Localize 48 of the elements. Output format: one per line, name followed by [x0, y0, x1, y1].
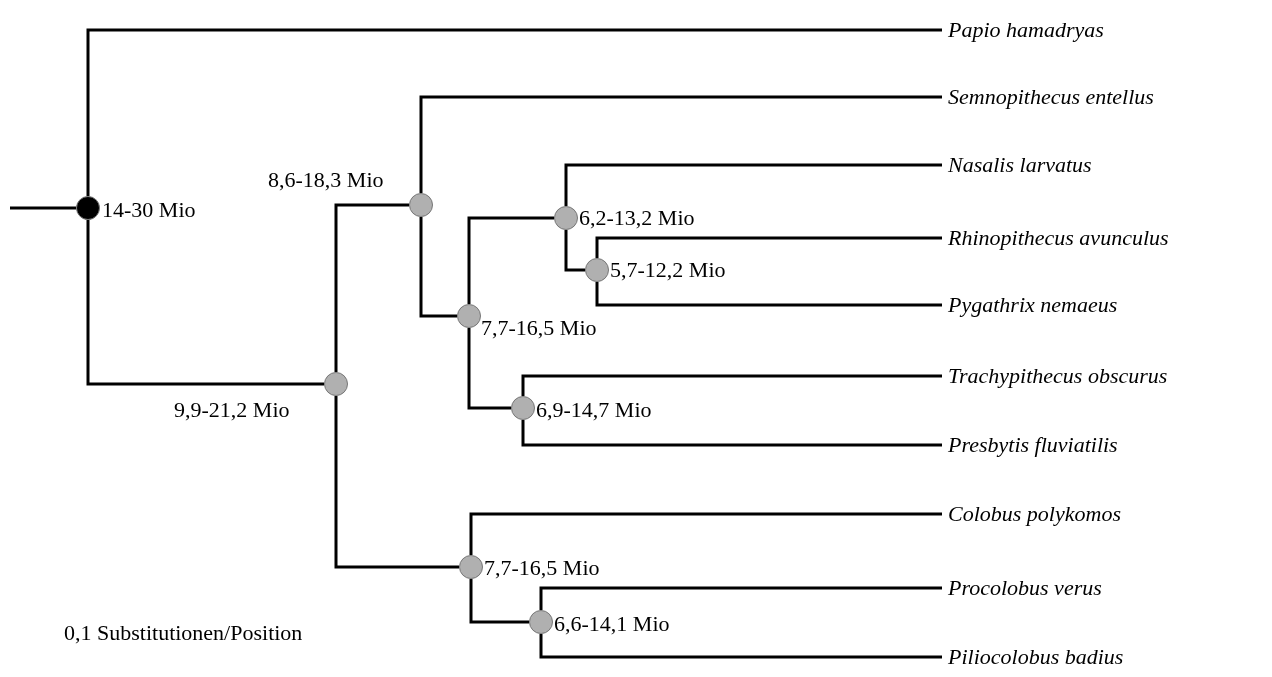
species-name: Trachypithecus obscurus	[942, 363, 1168, 389]
tree-branch	[564, 230, 585, 272]
species-name: Colobus polykomos	[942, 501, 1121, 527]
divergence-node-marker	[529, 610, 553, 634]
species-name: Procolobus verus	[942, 575, 1102, 601]
tree-branch	[469, 579, 529, 624]
divergence-time-label: 7,7-16,5 Mio	[481, 315, 597, 341]
scale-note: 0,1 Substitutionen/Position	[64, 620, 303, 646]
tree-branch	[595, 282, 942, 307]
divergence-node-marker	[324, 372, 348, 396]
divergence-node-marker	[409, 193, 433, 217]
divergence-node-marker	[554, 206, 578, 230]
divergence-time-label: 8,6-18,3 Mio	[268, 167, 384, 193]
species-name: Papio hamadryas	[942, 17, 1104, 43]
tree-branch	[419, 217, 457, 318]
tree-branch	[539, 634, 942, 659]
tree-branch	[564, 163, 942, 206]
tree-branch	[86, 28, 942, 196]
divergence-node-marker	[459, 555, 483, 579]
divergence-time-label: 9,9-21,2 Mio	[174, 397, 290, 423]
divergence-time-label: 14-30 Mio	[102, 197, 196, 223]
tree-branch	[419, 95, 942, 193]
tree-branch	[334, 396, 459, 569]
tree-branch	[521, 420, 942, 447]
species-name: Pygathrix nemaeus	[942, 292, 1118, 318]
divergence-time-label: 5,7-12,2 Mio	[610, 257, 726, 283]
tree-branch	[467, 216, 554, 304]
divergence-time-label: 7,7-16,5 Mio	[484, 555, 600, 581]
divergence-node-marker	[585, 258, 609, 282]
species-name: Nasalis larvatus	[942, 152, 1092, 178]
tree-branch	[539, 586, 942, 610]
tree-branch	[469, 512, 942, 555]
divergence-time-label: 6,9-14,7 Mio	[536, 397, 652, 423]
divergence-time-label: 6,6-14,1 Mio	[554, 611, 670, 637]
divergence-time-label: 6,2-13,2 Mio	[579, 205, 695, 231]
divergence-node-marker	[511, 396, 535, 420]
divergence-node-marker	[76, 196, 100, 220]
species-name: Rhinopithecus avunculus	[942, 225, 1169, 251]
tree-branch	[10, 206, 76, 210]
species-name: Presbytis fluviatilis	[942, 432, 1118, 458]
species-name: Piliocolobus badius	[942, 644, 1124, 670]
tree-branch	[86, 220, 324, 386]
divergence-node-marker	[457, 304, 481, 328]
tree-branch	[595, 236, 942, 258]
tree-branch	[521, 374, 942, 396]
species-name: Semnopithecus entellus	[942, 84, 1154, 110]
tree-branch	[467, 328, 511, 410]
tree-branch	[334, 203, 409, 372]
